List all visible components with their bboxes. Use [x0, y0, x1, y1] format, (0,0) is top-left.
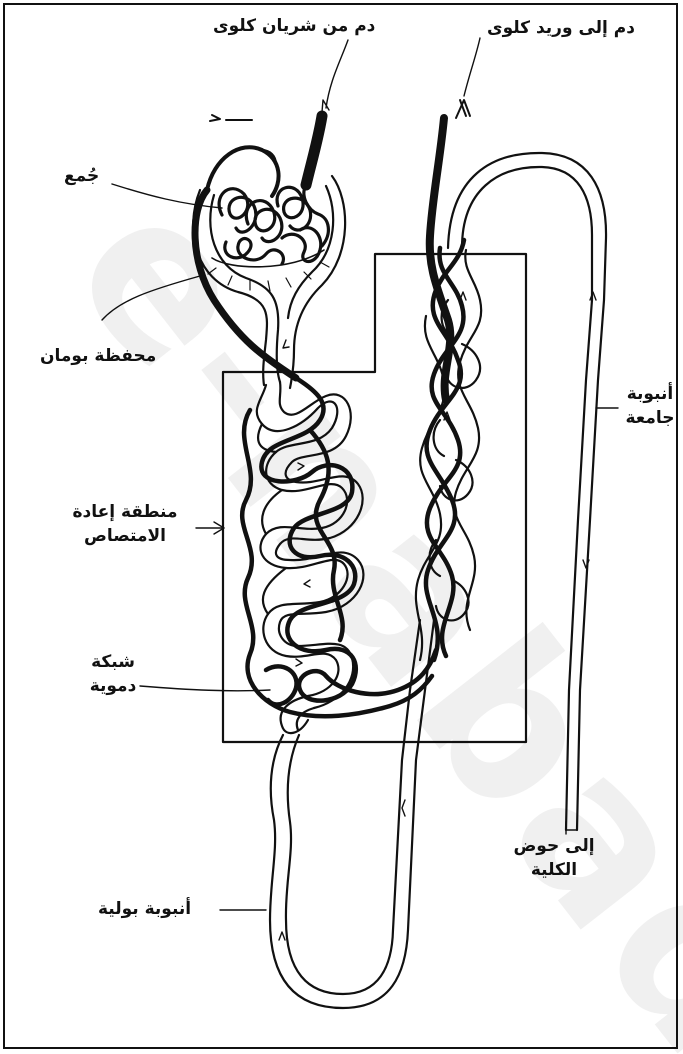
label-collecting-tube-line1: أنبوبة	[618, 382, 682, 406]
label-capillary-network-line1: شبكة	[78, 650, 148, 674]
label-collecting-tube: أنبوبة جامعة	[618, 382, 682, 430]
label-to-pelvis: إلى حوض الكلية	[508, 834, 600, 882]
label-reabsorption-line1: منطقة إعادة	[62, 500, 188, 524]
label-renal-artery-blood: دم من شريان كلوى	[213, 14, 375, 38]
label-capillary-network-line2: دموية	[78, 674, 148, 698]
label-renal-vein-blood: دم إلى وريد كلوى	[487, 16, 635, 40]
distal-vessels	[416, 240, 481, 660]
leader-lines	[102, 38, 618, 910]
label-glomerulus: جُمع	[64, 164, 99, 188]
label-to-pelvis-line2: الكلية	[508, 858, 600, 882]
label-urinary-tube: أنبوبة بولية	[98, 897, 191, 921]
label-reabsorption-line2: الامتصاص	[62, 524, 188, 548]
label-capillary-network: شبكة دموية	[78, 650, 148, 698]
label-collecting-tube-line2: جامعة	[618, 406, 682, 430]
renal-vein	[430, 100, 470, 400]
label-bowman-capsule: محفظة بومان	[40, 344, 156, 368]
label-to-pelvis-line1: إلى حوض	[508, 834, 600, 858]
label-reabsorption-zone: منطقة إعادة الامتصاص	[62, 500, 188, 548]
